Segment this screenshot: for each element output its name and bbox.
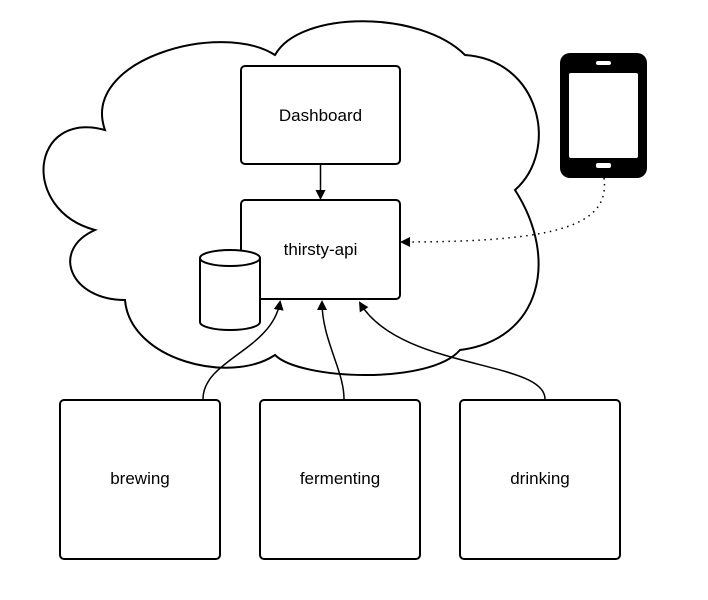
drinking-label: drinking: [510, 469, 570, 488]
dashboard-node: Dashboard: [240, 65, 401, 165]
edge-fermenting-api: [317, 300, 345, 400]
dashboard-label: Dashboard: [279, 106, 362, 125]
cloud-icon: [42, 20, 540, 376]
edge-drinking-api: [358, 301, 546, 400]
fermenting-node: fermenting: [259, 399, 421, 560]
api-label: thirsty-api: [284, 240, 358, 259]
fermenting-label: fermenting: [300, 469, 380, 488]
brewing-node: brewing: [59, 399, 221, 560]
database-icon: [199, 249, 261, 331]
brewing-label: brewing: [110, 469, 170, 488]
drinking-node: drinking: [459, 399, 621, 560]
smartphone-icon: [560, 53, 647, 178]
edge-brewing-api: [202, 300, 284, 400]
api-node: thirsty-api: [240, 199, 401, 300]
